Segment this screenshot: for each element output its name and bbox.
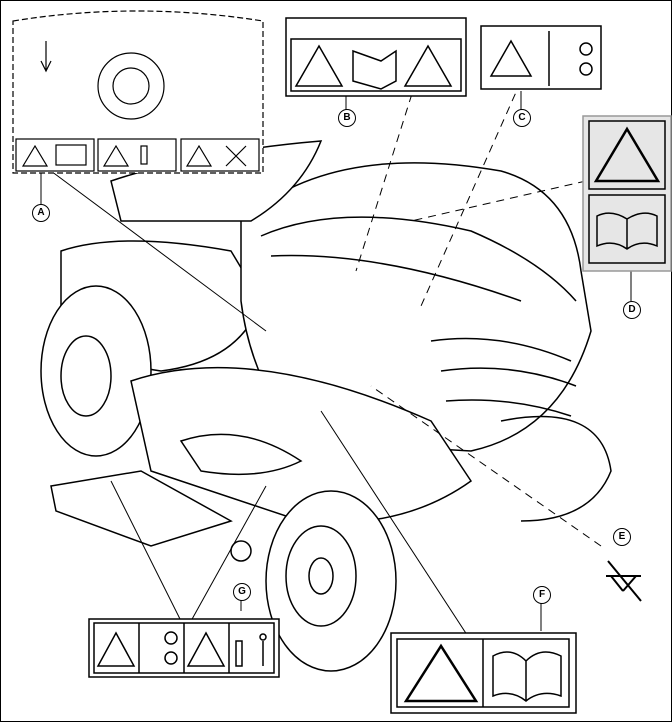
callout-d: D <box>623 301 641 319</box>
callout-f: F <box>533 586 551 604</box>
callout-b: B <box>338 109 356 127</box>
label-b-panel <box>285 17 467 97</box>
leader-lines <box>40 80 632 642</box>
callout-e: E <box>613 528 631 546</box>
label-f-panel <box>390 632 577 714</box>
label-d-panel <box>582 115 672 272</box>
label-g-panel <box>88 618 280 678</box>
callout-a: A <box>32 204 50 222</box>
label-e-icon <box>606 560 642 602</box>
callout-g: G <box>233 583 251 601</box>
label-c-panel <box>480 25 602 90</box>
label-a-panel <box>12 10 264 174</box>
callout-c: C <box>513 109 531 127</box>
tractor-outline <box>40 140 612 672</box>
